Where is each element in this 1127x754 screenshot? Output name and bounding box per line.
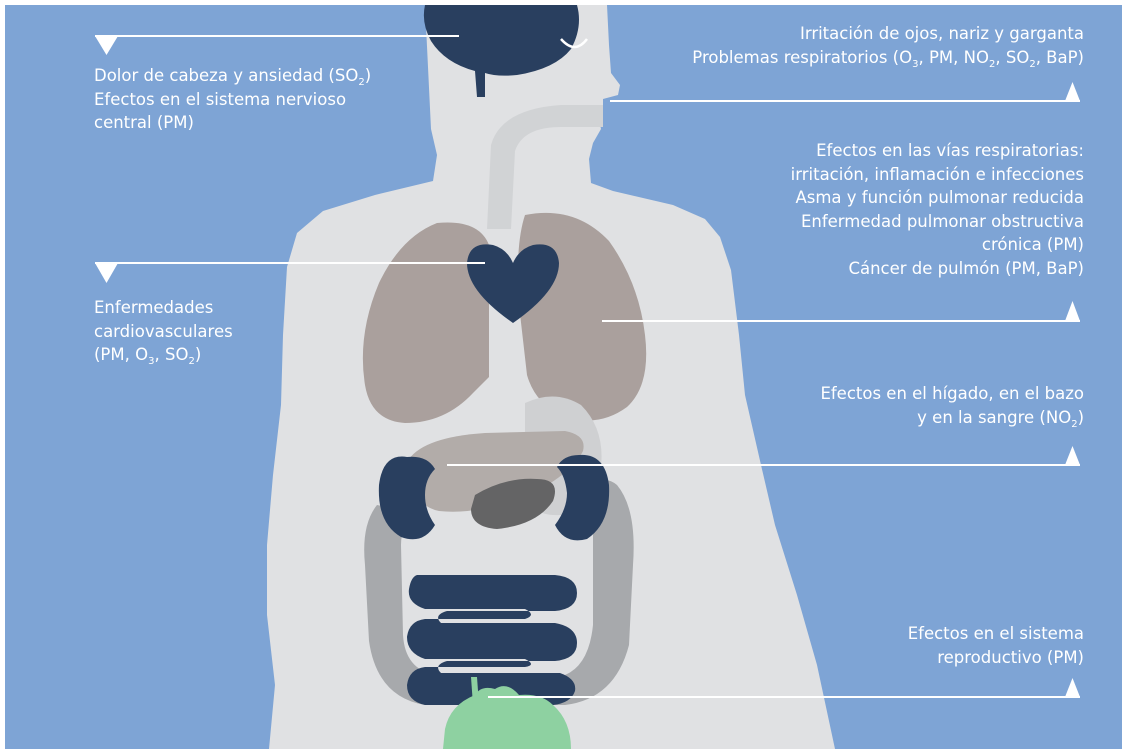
- marker-heart: [95, 263, 118, 283]
- label-line: Enfermedades: [94, 296, 233, 320]
- label-line: Dolor de cabeza y ansiedad (SO2): [94, 64, 371, 88]
- subscript: 2: [1029, 59, 1035, 70]
- label-line: Cáncer de pulmón (PM, BaP): [791, 257, 1084, 281]
- subscript: 3: [912, 59, 918, 70]
- label-line: Irritación de ojos, nariz y garganta: [692, 22, 1084, 46]
- subscript: 2: [989, 59, 995, 70]
- label-head: Dolor de cabeza y ansiedad (SO2)Efectos …: [94, 64, 371, 135]
- label-line: Efectos en el sistema nervioso: [94, 88, 371, 112]
- marker-head: [95, 36, 118, 55]
- label-line: (PM, O3, SO2): [94, 343, 233, 367]
- label-line: y en la sangre (NO2): [820, 406, 1084, 430]
- label-line: central (PM): [94, 111, 371, 135]
- label-line: Efectos en el hígado, en el bazo: [820, 382, 1084, 406]
- small-intestine: [407, 575, 577, 705]
- subscript: 3: [148, 356, 154, 367]
- label-line: Problemas respiratorios (O3, PM, NO2, SO…: [692, 46, 1084, 70]
- label-line: cardiovasculares: [94, 320, 233, 344]
- label-line: Efectos en el sistema: [908, 622, 1084, 646]
- marker-lungs: [1065, 301, 1080, 321]
- label-airways: Efectos en las vías respiratorias:irrita…: [791, 139, 1084, 280]
- marker-liver: [1065, 446, 1080, 465]
- marker-reproductive: [1065, 678, 1080, 697]
- subscript: 2: [1071, 419, 1077, 430]
- label-line: crónica (PM): [791, 233, 1084, 257]
- marker-eyes: [1065, 82, 1080, 101]
- subscript: 2: [358, 77, 364, 88]
- label-line: Efectos en las vías respiratorias:: [791, 139, 1084, 163]
- label-line: Enfermedad pulmonar obstructiva: [791, 210, 1084, 234]
- label-line: reproductivo (PM): [908, 646, 1084, 670]
- subscript: 2: [188, 356, 194, 367]
- label-line: Asma y función pulmonar reducida: [791, 186, 1084, 210]
- label-line: irritación, inflamación e infecciones: [791, 163, 1084, 187]
- blue-background: Dolor de cabeza y ansiedad (SO2)Efectos …: [5, 5, 1122, 749]
